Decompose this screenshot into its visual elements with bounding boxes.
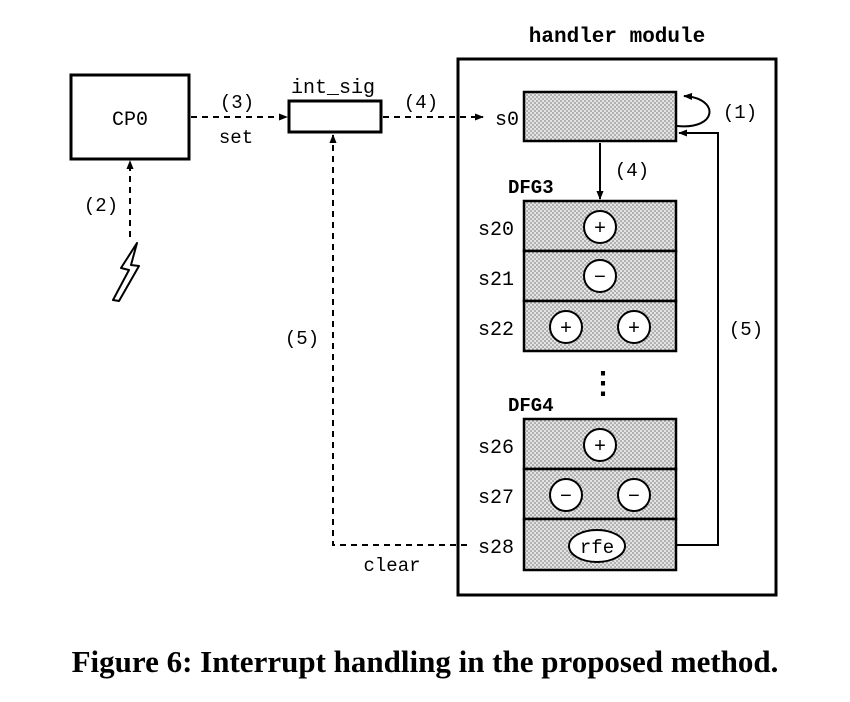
state-s0 [522,90,678,143]
set-step-label: (3) [220,92,254,114]
state-label-s21: s21 [478,269,514,292]
op-add-icon [583,428,617,462]
enter-step-label: (4) [615,160,649,182]
op-add-icon [617,310,651,344]
state-label-s28: s28 [478,537,514,560]
clear-step-label: (5) [285,328,319,350]
op-rfe-icon [568,529,626,563]
self-loop-step-label: (1) [723,102,757,124]
clear-arrow [329,134,467,546]
state-label-s20: s20 [478,219,514,242]
state-s27 [522,467,678,521]
state-label-s27: s27 [478,487,514,510]
op-symbol: − [560,486,572,509]
return-step-label: (5) [729,319,763,341]
interrupt-step-label: (2) [84,195,118,217]
figure-caption: Figure 6: Interrupt handling in the prop… [71,644,779,679]
op-symbol: + [594,218,606,241]
state-label-s26: s26 [478,437,514,460]
lightning-icon [112,242,140,302]
op-symbol: + [594,436,606,459]
op-sub-icon [617,478,651,512]
self-loop-arrow [676,92,711,128]
op-symbol: + [628,318,640,341]
state-label-s0: s0 [495,109,519,132]
op-symbol: − [628,486,640,509]
state-s22 [522,299,678,353]
cp0-label: CP0 [112,109,148,132]
ellipsis: ⋮ [588,369,618,403]
op-add-icon [583,210,617,244]
handler-module-title: handler module [529,26,705,49]
op-sub-icon [583,259,617,293]
clear-label: clear [363,555,420,577]
op-sub-icon [549,478,583,512]
signal-step-label: (4) [404,92,438,114]
dfg3-label: DFG3 [508,177,554,199]
cp0-box [69,73,191,161]
return-arrow [677,129,719,546]
op-symbol: − [594,267,606,290]
set-label: set [219,127,253,149]
state-label-s22: s22 [478,319,514,342]
interrupt-handling-diagram: CP0 (2) (3) set int_sig (4) handler modu… [69,26,778,597]
op-symbol: + [560,318,572,341]
op-symbol: rfe [580,537,614,559]
op-add-icon [549,310,583,344]
handler-module-box [456,57,778,597]
dfg4-label: DFG4 [508,395,554,417]
int-sig-label: int_sig [291,77,375,100]
int-sig-box [287,99,383,134]
